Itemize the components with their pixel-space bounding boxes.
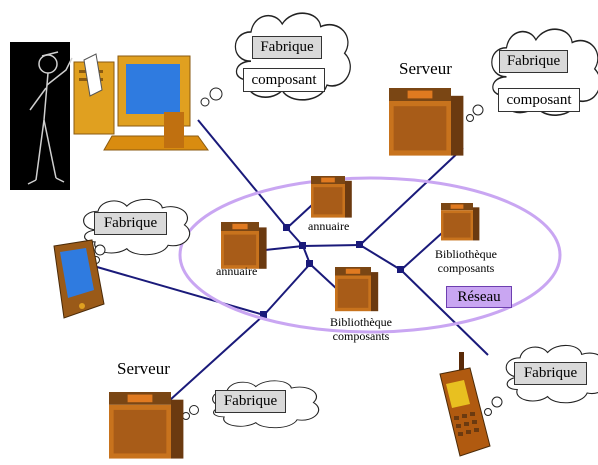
fabrique-box-phone: Fabrique xyxy=(514,362,587,385)
network-nodes xyxy=(260,224,404,318)
composant-box-computer: composant xyxy=(243,68,325,92)
thought-cloud-icon xyxy=(466,28,598,122)
fabrique-box-bottom-server: Fabrique xyxy=(215,390,286,413)
thought-cloud-icon xyxy=(484,344,598,416)
desktop-computer-icon xyxy=(73,53,209,151)
annuaire-label-left: annuaire xyxy=(216,264,258,278)
annuaire-label-right: annuaire xyxy=(308,219,350,233)
serveur-label-bottom: Serveur xyxy=(117,359,170,378)
reseau-label: Réseau xyxy=(446,286,512,308)
bibliotheque-line: Bibliothèque xyxy=(330,315,392,329)
server-icon xyxy=(311,176,352,218)
mobile-phone-icon xyxy=(439,352,491,457)
developer-person-icon xyxy=(10,42,73,190)
composant-box-server: composant xyxy=(498,88,580,112)
server-icon xyxy=(389,88,464,156)
pda-icon xyxy=(53,239,105,319)
thought-cloud-icon xyxy=(182,380,320,429)
network-ellipse xyxy=(178,176,562,334)
bibliotheque-line: Bibliothèque xyxy=(435,247,497,261)
fabrique-box-server: Fabrique xyxy=(499,50,568,73)
server-icon xyxy=(441,203,480,241)
server-icon xyxy=(109,392,184,459)
thought-cloud-icon xyxy=(200,12,352,107)
bibliotheque-label-center: Bibliothèque composants xyxy=(322,316,400,342)
fabrique-box-pda: Fabrique xyxy=(94,212,167,235)
composants-line: composants xyxy=(332,329,390,343)
fabrique-box-computer: Fabrique xyxy=(252,36,322,59)
server-icon xyxy=(221,222,267,269)
bibliotheque-label-right: Bibliothèque composants xyxy=(430,248,502,274)
serveur-label-top: Serveur xyxy=(399,59,452,78)
server-icon xyxy=(335,267,379,312)
composants-line: composants xyxy=(437,261,495,275)
